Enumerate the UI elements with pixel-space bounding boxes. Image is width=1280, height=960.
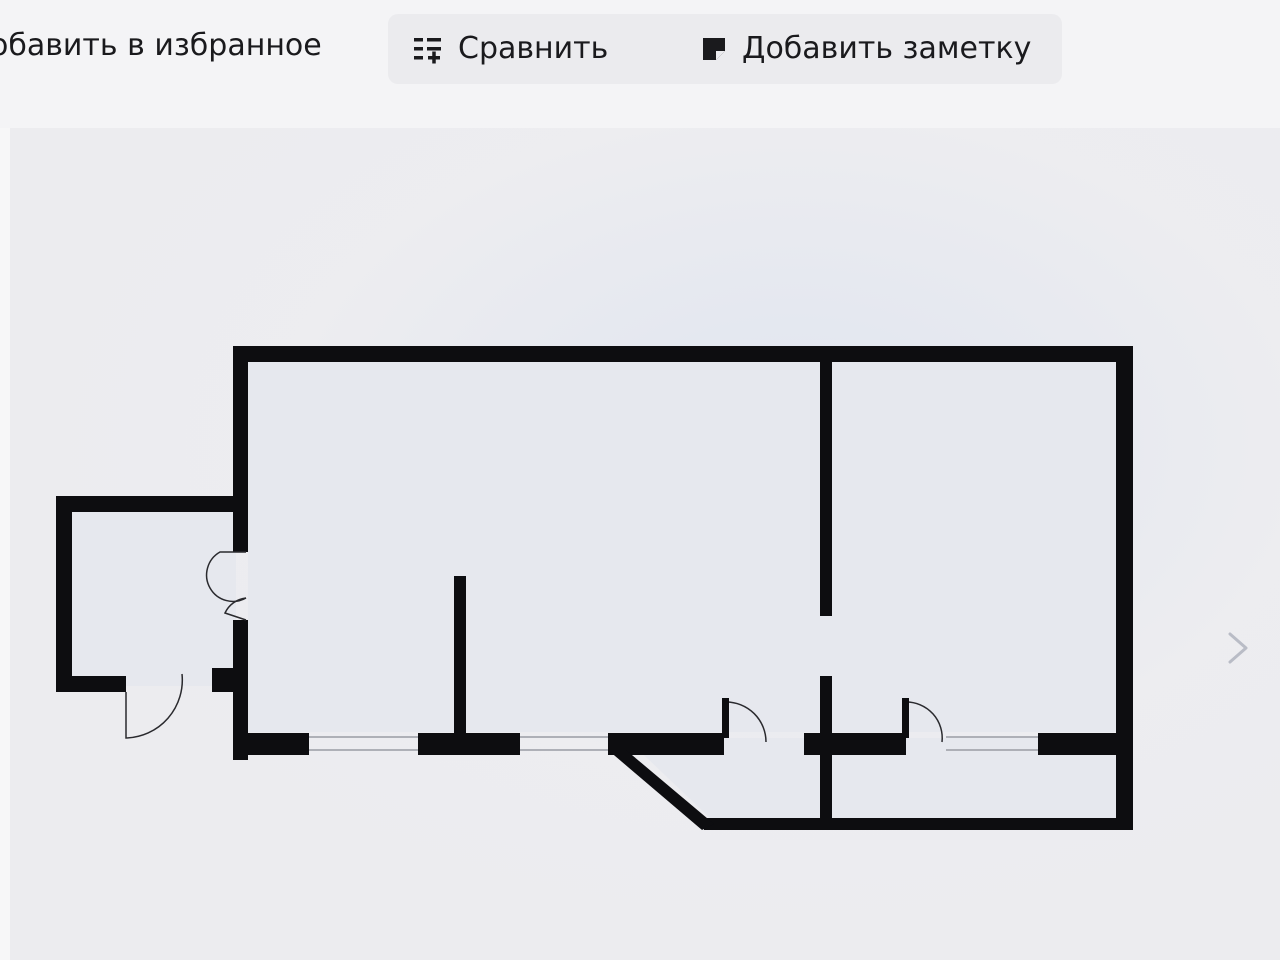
add-note-label: Добавить заметку (742, 31, 1032, 66)
door-entry-lower (223, 597, 247, 621)
wall-bottom-5 (1038, 733, 1133, 755)
action-bar: обавить в избранное Сравнить (0, 0, 1280, 128)
wall-left-upper (233, 346, 248, 552)
service-bottom (704, 818, 1133, 830)
next-photo-button[interactable] (1218, 628, 1258, 668)
wall-bottom-4 (804, 733, 906, 755)
partition-rooms-upper (820, 354, 832, 616)
note-icon (700, 35, 728, 63)
add-to-favorites-button[interactable]: обавить в избранное (0, 28, 322, 64)
windows (309, 736, 1038, 751)
compare-label: Сравнить (458, 31, 609, 66)
chevron-right-icon (1228, 632, 1248, 664)
vestibule-stub (212, 668, 248, 692)
compare-list-icon (412, 34, 444, 64)
vestibule-bottom (56, 676, 126, 692)
wall-top (233, 346, 1133, 362)
floor-plan (56, 346, 1133, 830)
partition-rooms-lower (820, 676, 832, 826)
wall-right (1116, 346, 1133, 828)
service-diagonal (608, 750, 714, 830)
floor-plan-viewer (0, 128, 1280, 960)
vestibule-left (56, 496, 72, 692)
service-right (1120, 750, 1133, 830)
door-vestibule (125, 673, 184, 739)
wall-bottom-1 (233, 733, 309, 755)
add-to-favorites-label: обавить в избранное (0, 28, 322, 63)
wall-bottom-2 (418, 733, 520, 755)
door-leaves (722, 698, 909, 738)
walls (56, 346, 1133, 830)
compare-button[interactable]: Сравнить (412, 31, 608, 67)
add-note-button[interactable]: Добавить заметку (700, 31, 1031, 67)
wall-bottom-3 (608, 733, 724, 755)
partition-center (454, 576, 466, 736)
vestibule-top (56, 496, 248, 512)
viewer-edge (0, 128, 10, 960)
room-fills (72, 362, 1118, 818)
